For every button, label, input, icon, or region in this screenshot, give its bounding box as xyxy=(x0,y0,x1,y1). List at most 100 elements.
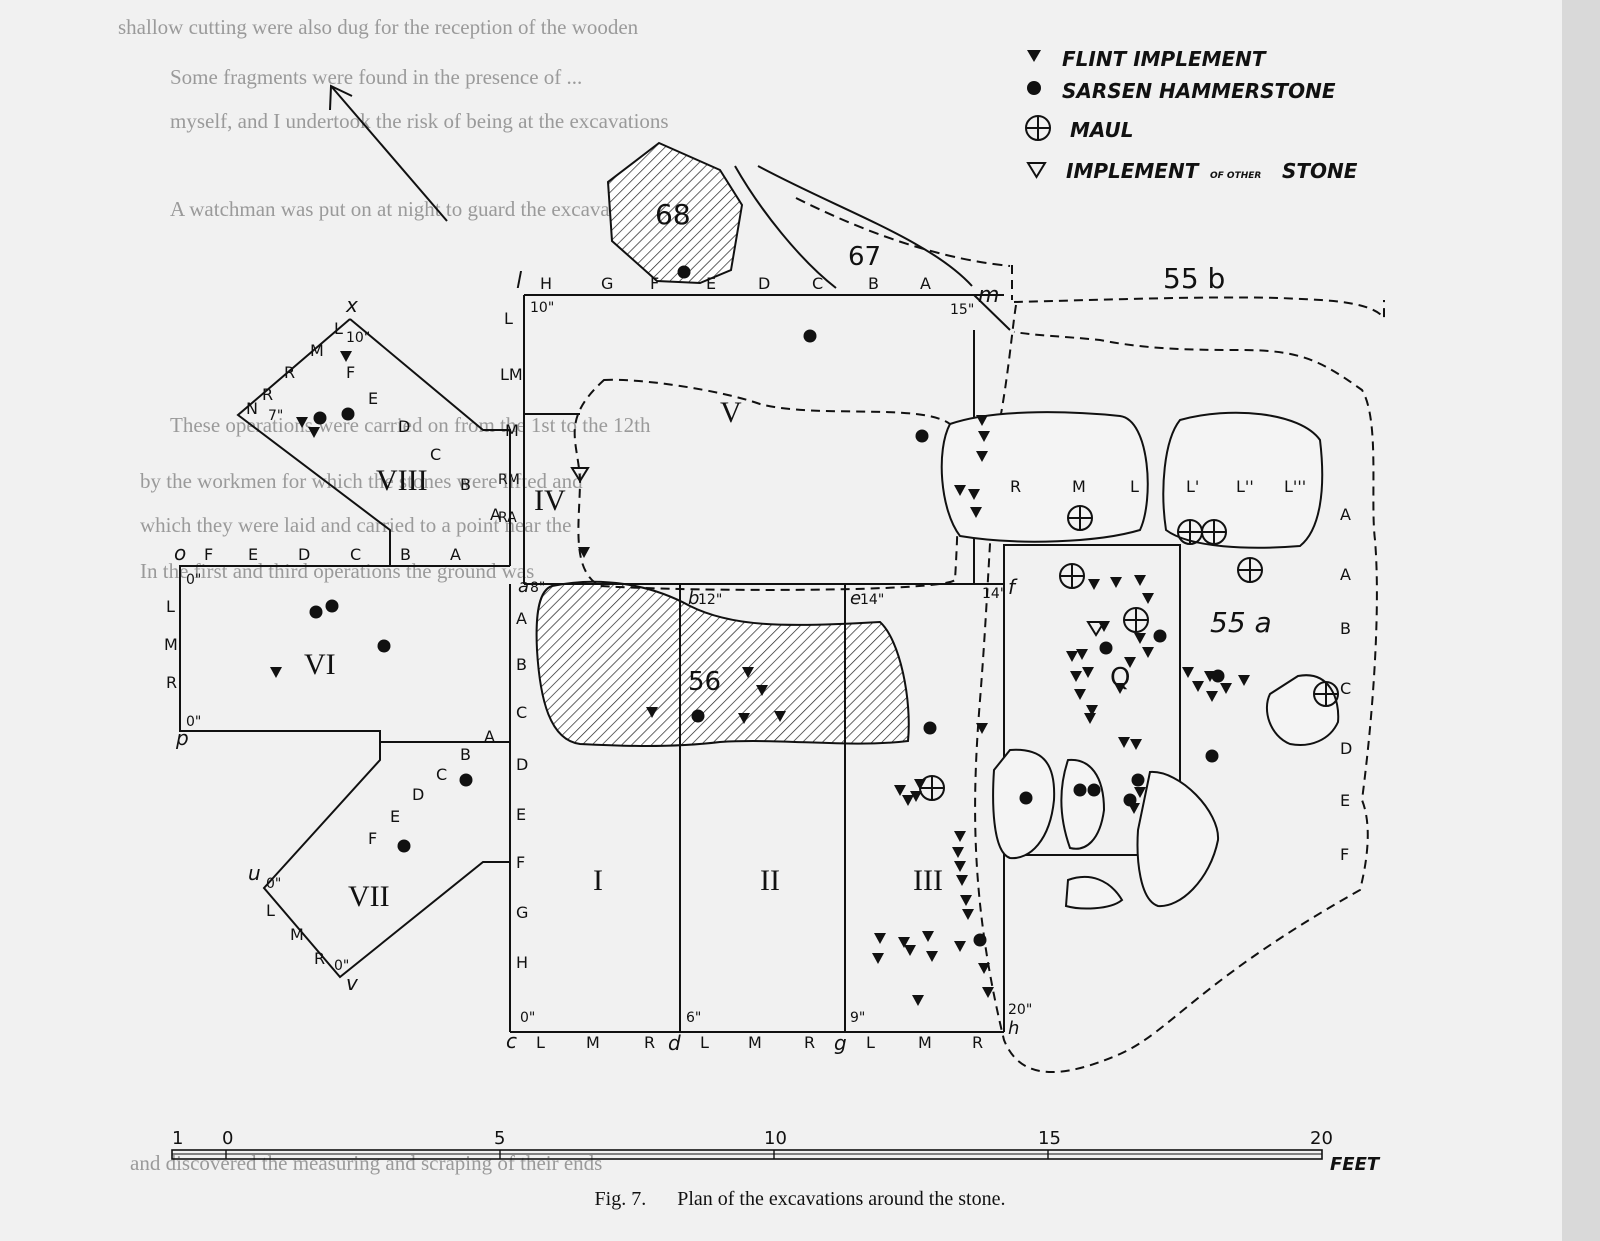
svg-text:x: x xyxy=(345,293,358,317)
legend-implement-label: IMPLEMENT xyxy=(1066,159,1200,183)
flint-implement-marker xyxy=(1114,683,1126,694)
maul-marker xyxy=(1067,505,1093,531)
flint-implement-marker xyxy=(1238,675,1250,686)
flint-implement-marker xyxy=(774,711,786,722)
svg-text:C: C xyxy=(812,274,823,293)
svg-text:A: A xyxy=(1340,505,1351,524)
sarsen-hammerstone-marker xyxy=(309,605,323,619)
flint-implement-marker xyxy=(1110,577,1122,588)
flint-implement-marker xyxy=(970,507,982,518)
flint-implement-marker xyxy=(1124,657,1136,668)
sarsen-hammerstone-marker xyxy=(803,329,817,343)
svg-text:M: M xyxy=(918,1033,932,1052)
svg-text:10": 10" xyxy=(346,330,370,346)
scale-unit: FEET xyxy=(1330,1154,1381,1175)
flint-implement-marker xyxy=(954,831,966,842)
svg-text:12": 12" xyxy=(698,592,722,608)
svg-text:d: d xyxy=(668,1031,681,1055)
svg-text:e: e xyxy=(850,588,861,609)
flint-implement-marker xyxy=(926,951,938,962)
svg-text:F: F xyxy=(1340,845,1349,864)
stone-67-label: 67 xyxy=(848,242,881,272)
bleed-line: Some fragments were found in the presenc… xyxy=(170,65,582,89)
svg-text:R: R xyxy=(262,385,273,404)
flint-implement-marker xyxy=(742,667,754,678)
svg-text:A: A xyxy=(920,274,931,293)
flint-implement-marker xyxy=(976,723,988,734)
svg-text:B: B xyxy=(868,274,879,293)
svg-text:p: p xyxy=(175,726,189,750)
flint-implement-marker xyxy=(978,431,990,442)
svg-text:15": 15" xyxy=(950,302,974,318)
svg-text:G: G xyxy=(516,903,528,922)
flint-implement-marker xyxy=(1098,621,1110,632)
svg-text:0": 0" xyxy=(266,876,281,892)
svg-text:C: C xyxy=(1340,679,1351,698)
figure-caption: Fig. 7. Plan of the excavations around t… xyxy=(0,1188,1600,1211)
filled-triangle-icon xyxy=(1027,50,1041,62)
flint-implement-marker xyxy=(270,667,282,678)
flint-implement-marker xyxy=(962,909,974,920)
trench-outlines xyxy=(179,294,1181,1033)
maul-marker xyxy=(1059,563,1085,589)
section-VIII-label: VIII xyxy=(376,464,428,497)
bleed-line: shallow cutting were also dug for the re… xyxy=(118,15,639,39)
svg-text:8": 8" xyxy=(530,580,545,596)
svg-text:E: E xyxy=(390,807,400,826)
other-stone-implement-marker xyxy=(1086,621,1106,637)
q-label: Q xyxy=(1110,663,1130,693)
svg-text:F: F xyxy=(368,829,377,848)
flint-implement-marker xyxy=(1142,647,1154,658)
sarsen-hammerstone-marker xyxy=(973,933,987,947)
sarsen-hammerstone-marker xyxy=(1153,629,1167,643)
flint-implement-marker xyxy=(308,427,320,438)
section-VI-label: VI xyxy=(304,648,336,681)
svg-text:E: E xyxy=(1340,791,1350,810)
svg-text:N: N xyxy=(246,399,258,418)
svg-text:B: B xyxy=(400,545,411,564)
sarsen-hammerstone-marker xyxy=(397,839,411,853)
legend-implement-small: OF OTHER xyxy=(1210,171,1261,181)
maul-marker xyxy=(1237,557,1263,583)
section-VII-label: VII xyxy=(348,880,390,913)
maul-marker xyxy=(1177,519,1203,545)
flint-implement-marker xyxy=(296,417,308,428)
flint-implement-marker xyxy=(1074,689,1086,700)
bleed-line: and discovered the measuring and scrapin… xyxy=(130,1151,602,1175)
section-II-label: II xyxy=(760,864,780,897)
flint-implement-marker xyxy=(954,861,966,872)
grid-letters: l H G F E D C B A m 10" 15" L LM M RM RA… xyxy=(164,269,1352,1055)
flint-implement-marker xyxy=(922,931,934,942)
sarsen-hammerstone-marker xyxy=(1099,641,1113,655)
flint-implement-marker xyxy=(1088,579,1100,590)
sarsen-hammerstone-marker xyxy=(1019,791,1033,805)
scale-bar: 1 0 5 10 15 20 FEET xyxy=(171,1128,1381,1175)
flint-implement-marker xyxy=(1130,739,1142,750)
svg-text:c: c xyxy=(506,1029,517,1053)
svg-text:E: E xyxy=(516,805,526,824)
svg-text:A: A xyxy=(450,545,461,564)
flint-implement-marker xyxy=(738,713,750,724)
flint-implement-marker xyxy=(954,485,966,496)
svg-text:L: L xyxy=(266,901,275,920)
stone-55a-label: 55 a xyxy=(1210,606,1272,639)
scale-tick-0: 0 xyxy=(222,1128,233,1149)
svg-text:L: L xyxy=(536,1033,545,1052)
scale-tick-20: 20 xyxy=(1310,1128,1333,1149)
sarsen-hammerstone-marker xyxy=(341,407,355,421)
sarsen-hammerstone-marker xyxy=(923,721,937,735)
flint-implement-marker xyxy=(756,685,768,696)
svg-text:0": 0" xyxy=(334,958,349,974)
svg-text:D: D xyxy=(758,274,770,293)
svg-text:G: G xyxy=(601,274,613,293)
stone-56 xyxy=(535,580,910,747)
section-IV-label: IV xyxy=(534,484,566,517)
sarsen-hammerstone-marker xyxy=(377,639,391,653)
sarsen-hammerstone-marker xyxy=(691,709,705,723)
sarsen-hammerstone-marker xyxy=(1123,793,1137,807)
flint-implement-marker xyxy=(1134,633,1146,644)
flint-implement-marker xyxy=(872,953,884,964)
svg-text:l: l xyxy=(516,269,522,294)
maul-marker xyxy=(919,775,945,801)
svg-text:F: F xyxy=(516,853,525,872)
